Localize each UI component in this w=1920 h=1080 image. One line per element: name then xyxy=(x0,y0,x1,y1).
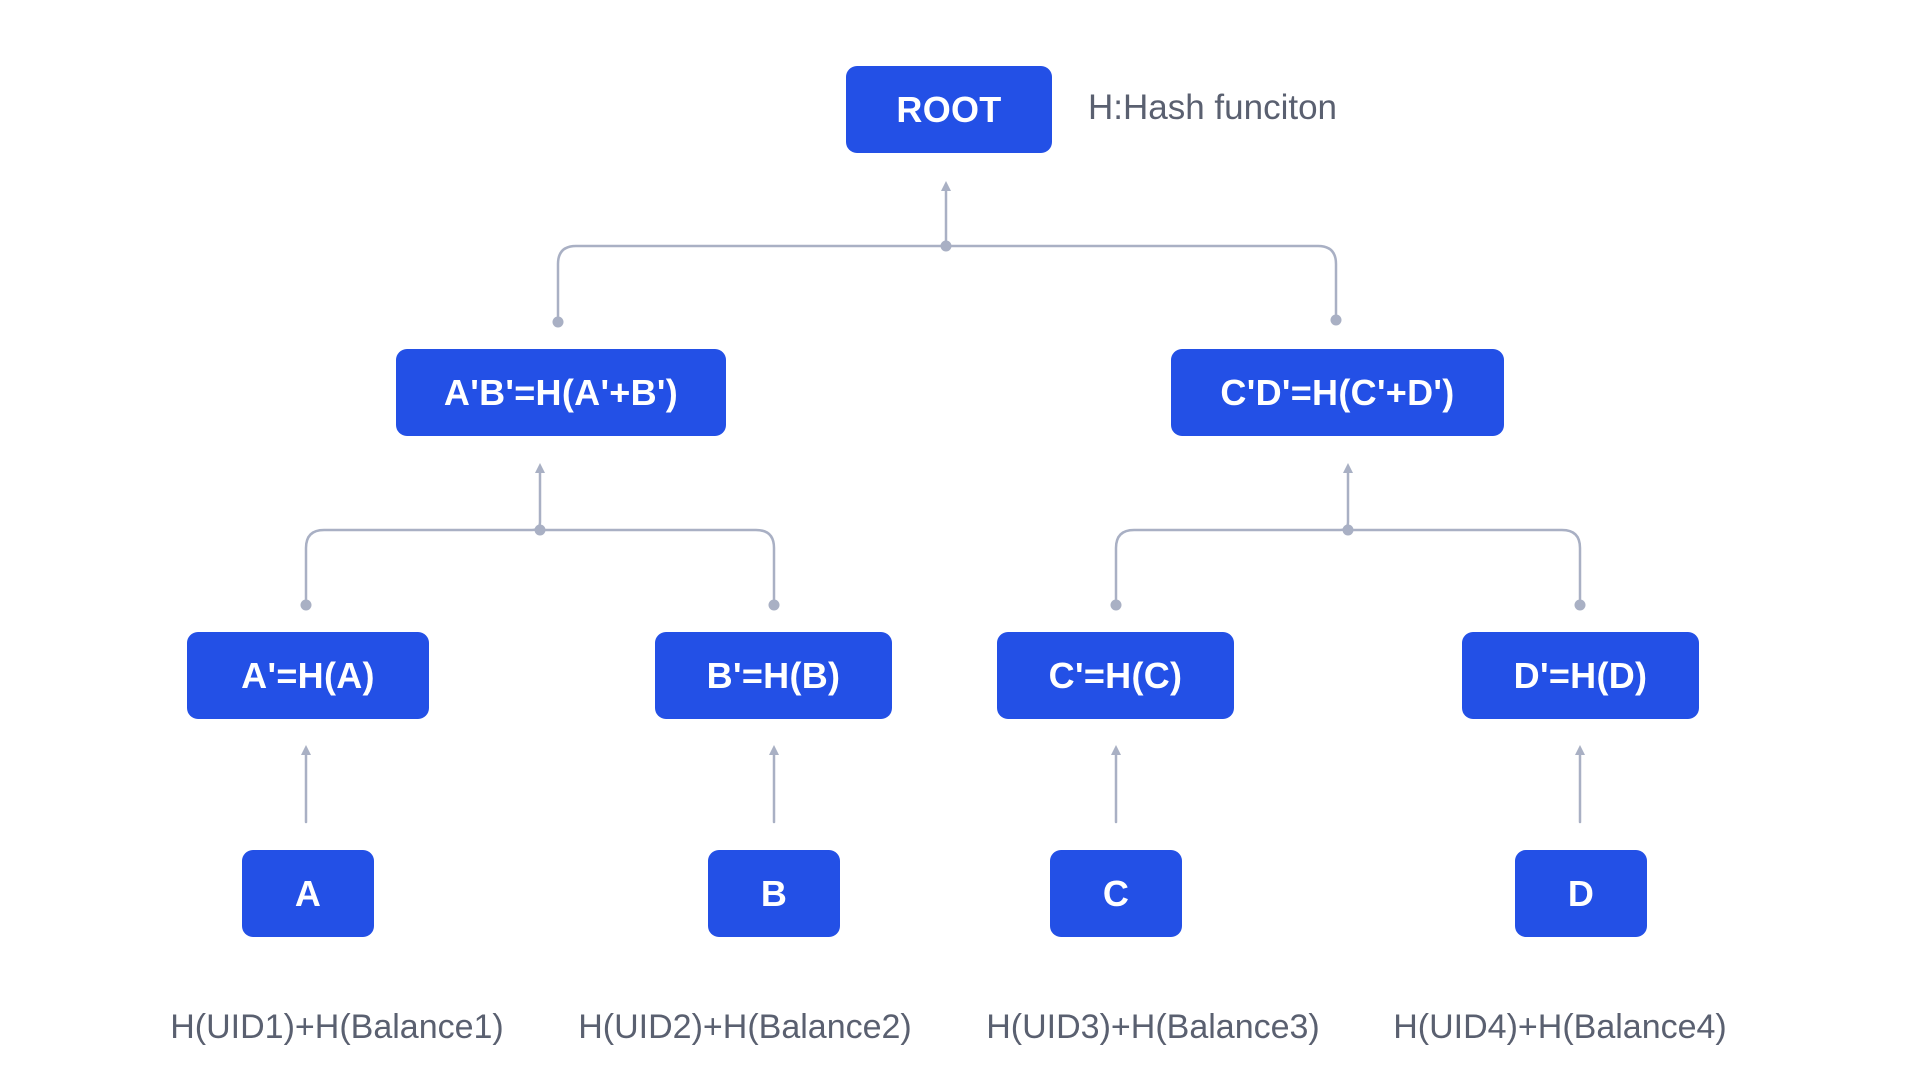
endpoint-dot-a-hash xyxy=(300,599,312,611)
node-cd-hash: C'D'=H(C'+D') xyxy=(1171,349,1504,436)
connector-root-right xyxy=(944,244,1338,320)
connector-cd-right xyxy=(1346,528,1582,605)
connector-ab-right xyxy=(538,528,776,605)
leaf-node-c: C xyxy=(1050,850,1182,937)
leaf-label-b: H(UID2)+H(Balance2) xyxy=(578,1008,912,1046)
endpoint-dot-b-hash xyxy=(768,599,780,611)
node-ab-hash: A'B'=H(A'+B') xyxy=(396,349,726,436)
endpoint-dot-ab xyxy=(552,316,564,328)
node-d-hash: D'=H(D) xyxy=(1462,632,1699,719)
legend-hash-function: H:Hash funciton xyxy=(1088,88,1338,127)
node-a-hash: A'=H(A) xyxy=(187,632,429,719)
leaf-node-a: A xyxy=(242,850,374,937)
node-c-hash: C'=H(C) xyxy=(997,632,1234,719)
junction-dot-root xyxy=(940,240,952,252)
leaf-label-c: H(UID3)+H(Balance3) xyxy=(986,1008,1320,1046)
leaf-label-a: H(UID1)+H(Balance1) xyxy=(170,1008,504,1046)
root-node: ROOT xyxy=(846,66,1052,153)
connector-ab-left xyxy=(304,463,545,605)
junction-dot-cd xyxy=(1342,524,1354,536)
endpoint-dot-c-hash xyxy=(1110,599,1122,611)
endpoint-dot-cd xyxy=(1330,314,1342,326)
connector-cd-left xyxy=(1114,463,1353,605)
junction-dot-ab xyxy=(534,524,546,536)
connector-root-left xyxy=(556,181,951,322)
leaf-node-d: D xyxy=(1515,850,1647,937)
leaf-node-b: B xyxy=(708,850,840,937)
leaf-label-d: H(UID4)+H(Balance4) xyxy=(1393,1008,1727,1046)
endpoint-dot-d-hash xyxy=(1574,599,1586,611)
node-b-hash: B'=H(B) xyxy=(655,632,892,719)
